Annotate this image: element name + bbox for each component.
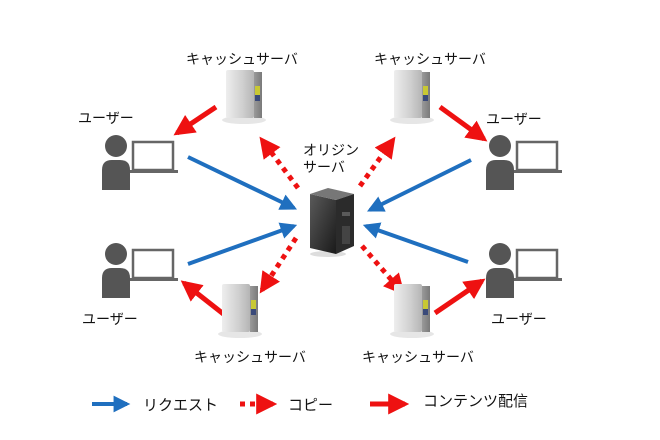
cache-server-top-left bbox=[222, 70, 266, 124]
user-icon bbox=[486, 243, 562, 298]
delivery-arrow-bottom-right bbox=[433, 278, 486, 316]
delivery-arrow-top-left bbox=[173, 104, 218, 136]
copy-arrow-to-bottom-left-cache bbox=[259, 236, 299, 294]
delivery-arrows bbox=[173, 104, 488, 318]
cache-server-icon bbox=[390, 284, 434, 338]
cache-server-label: キャッシュサーバ bbox=[194, 350, 306, 366]
user-bottom-left bbox=[102, 243, 178, 298]
user-top-right bbox=[486, 135, 562, 190]
cache-server-top-right bbox=[390, 70, 434, 124]
delivery-arrow-top-right bbox=[438, 104, 488, 142]
cache-server-label: キャッシュサーバ bbox=[374, 52, 486, 68]
user-icon bbox=[102, 243, 178, 298]
copy-arrow-to-top-right-cache bbox=[357, 136, 396, 188]
legend-request-label: リクエスト bbox=[143, 396, 219, 414]
legend-delivery-label: コンテンツ配信 bbox=[423, 392, 529, 410]
user-top-left bbox=[102, 135, 178, 190]
user-label: ユーザー bbox=[82, 312, 138, 328]
origin-server-label-line2: サーバ bbox=[303, 160, 345, 176]
cache-server-icon bbox=[218, 284, 262, 338]
user-icon bbox=[486, 135, 562, 190]
user-icon bbox=[102, 135, 178, 190]
cache-server-bottom-right bbox=[390, 284, 434, 338]
cache-server-icon bbox=[390, 70, 434, 124]
user-label: ユーザー bbox=[491, 312, 547, 328]
request-arrows bbox=[187, 155, 472, 266]
cache-server-label: キャッシュサーバ bbox=[362, 350, 474, 366]
origin-server bbox=[310, 188, 354, 257]
request-arrow-bottom-left-user bbox=[187, 222, 298, 266]
request-arrow-top-left-user bbox=[187, 155, 298, 210]
user-bottom-right bbox=[486, 243, 562, 298]
delivery-arrow-bottom-left bbox=[180, 280, 228, 318]
cache-server-label: キャッシュサーバ bbox=[186, 52, 298, 68]
copy-arrow-to-top-left-cache bbox=[259, 136, 300, 190]
cache-server-icon bbox=[222, 70, 266, 124]
cache-server-bottom-left bbox=[218, 284, 262, 338]
user-label: ユーザー bbox=[486, 112, 542, 128]
legend-copy-label: コピー bbox=[288, 396, 334, 414]
request-arrow-top-right-user bbox=[366, 158, 472, 212]
origin-server-label-line1: オリジン bbox=[303, 143, 359, 159]
user-label: ユーザー bbox=[78, 111, 134, 127]
request-arrow-bottom-right-user bbox=[362, 222, 469, 264]
origin-server-icon bbox=[310, 188, 354, 257]
